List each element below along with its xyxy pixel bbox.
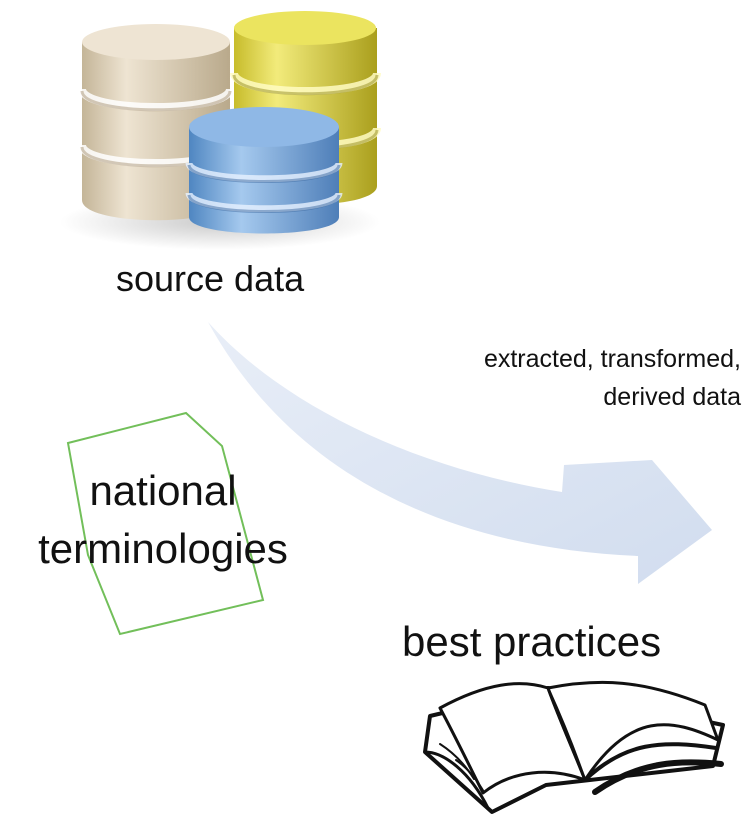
national-terminologies-label: national terminologies	[18, 462, 308, 578]
terminologies-label-line-1: national	[89, 467, 237, 514]
flow-label-line-1: extracted, transformed,	[483, 345, 741, 373]
flow-label: extracted, transformed, derived data	[484, 340, 741, 416]
terminologies-label-line-2: terminologies	[38, 525, 288, 572]
blue-database	[185, 107, 343, 234]
flow-label-line-2: derived data	[603, 383, 741, 411]
best-practices-label: best practices	[402, 618, 662, 665]
flow-arrow-body	[208, 322, 712, 584]
source-data-label: source data	[116, 258, 305, 299]
